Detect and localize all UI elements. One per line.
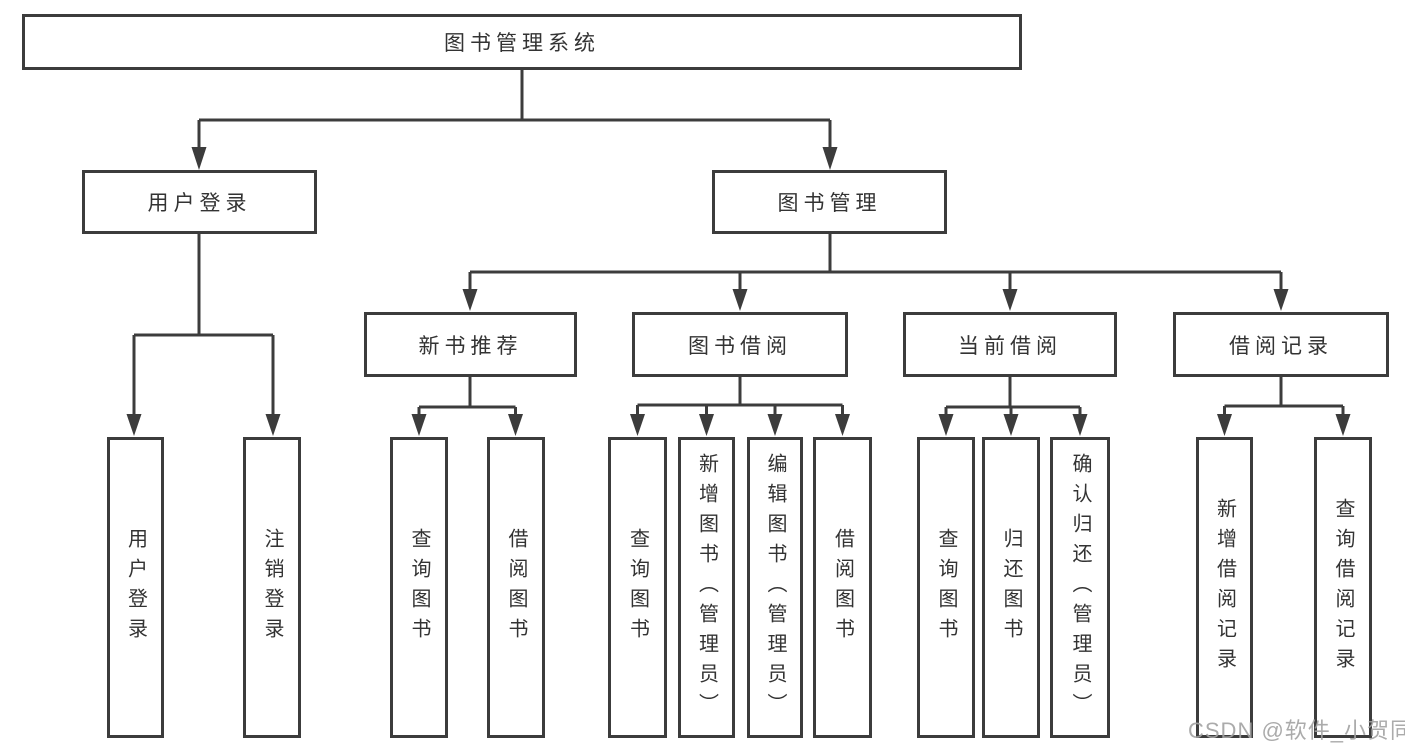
node-library-management-system: 图书管理系统: [22, 14, 1022, 70]
leaf-query-books-current: 查询图书: [917, 437, 975, 738]
node-book-borrowing: 图书借阅: [632, 312, 848, 377]
node-label: 编辑图书（管理员）: [764, 452, 786, 723]
node-label: 确认归还（管理员）: [1069, 452, 1091, 723]
node-label: 新书推荐: [418, 334, 523, 358]
node-label: 借阅图书: [831, 527, 854, 648]
node-label: 用户登录: [147, 192, 252, 215]
leaf-query-books-recommend: 查询图书: [390, 437, 448, 738]
csdn-watermark: CSDN @软件_小贺同学: [1188, 718, 1405, 743]
node-label: 查询图书: [626, 527, 649, 648]
leaf-borrow-books-recommend: 借阅图书: [487, 437, 545, 738]
node-label: 查询借阅记录: [1332, 497, 1354, 678]
node-label: 借阅图书: [505, 527, 527, 648]
node-label: 归还图书: [1000, 527, 1022, 648]
connector-book-borrowing-children: [630, 377, 850, 436]
connector-user-login-children: [126, 234, 281, 436]
node-borrow-records: 借阅记录: [1173, 312, 1389, 377]
node-user-login: 用户登录: [82, 170, 317, 234]
node-label: 查询图书: [408, 527, 430, 648]
leaf-return-books: 归还图书: [982, 437, 1040, 738]
node-label: 图书管理: [777, 192, 882, 215]
node-label: 新增借阅记录: [1213, 497, 1236, 678]
connector-current-borrowing-children: [938, 377, 1088, 436]
connector-borrow-records-children: [1217, 377, 1351, 436]
leaf-add-book-admin: 新增图书（管理员）: [678, 437, 735, 738]
node-label: 用户登录: [124, 527, 147, 648]
node-new-book-recommend: 新书推荐: [364, 312, 577, 377]
node-label: 注销登录: [261, 527, 283, 648]
node-label: 新增图书（管理员）: [695, 452, 718, 723]
node-current-borrowing: 当前借阅: [903, 312, 1117, 377]
node-label: 当前借阅: [958, 334, 1062, 358]
leaf-logout: 注销登录: [243, 437, 301, 738]
node-label: 借阅记录: [1229, 334, 1333, 358]
leaf-confirm-return-admin: 确认归还（管理员）: [1050, 437, 1110, 738]
leaf-edit-book-admin: 编辑图书（管理员）: [747, 437, 803, 738]
connector-new-book-recommend-children: [411, 377, 523, 436]
connector-book-management-children: [462, 234, 1289, 311]
leaf-user-login: 用户登录: [107, 437, 164, 738]
leaf-query-books-borrowing: 查询图书: [608, 437, 667, 738]
leaf-add-borrow-record: 新增借阅记录: [1196, 437, 1253, 738]
leaf-borrow-books-borrowing: 借阅图书: [813, 437, 872, 738]
leaf-query-borrow-record: 查询借阅记录: [1314, 437, 1372, 738]
node-book-management: 图书管理: [712, 170, 947, 234]
node-label: 查询图书: [935, 527, 957, 648]
connector-root-to-level2: [191, 70, 838, 170]
node-label: 图书管理系统: [444, 32, 600, 55]
node-label: 图书借阅: [688, 334, 792, 358]
